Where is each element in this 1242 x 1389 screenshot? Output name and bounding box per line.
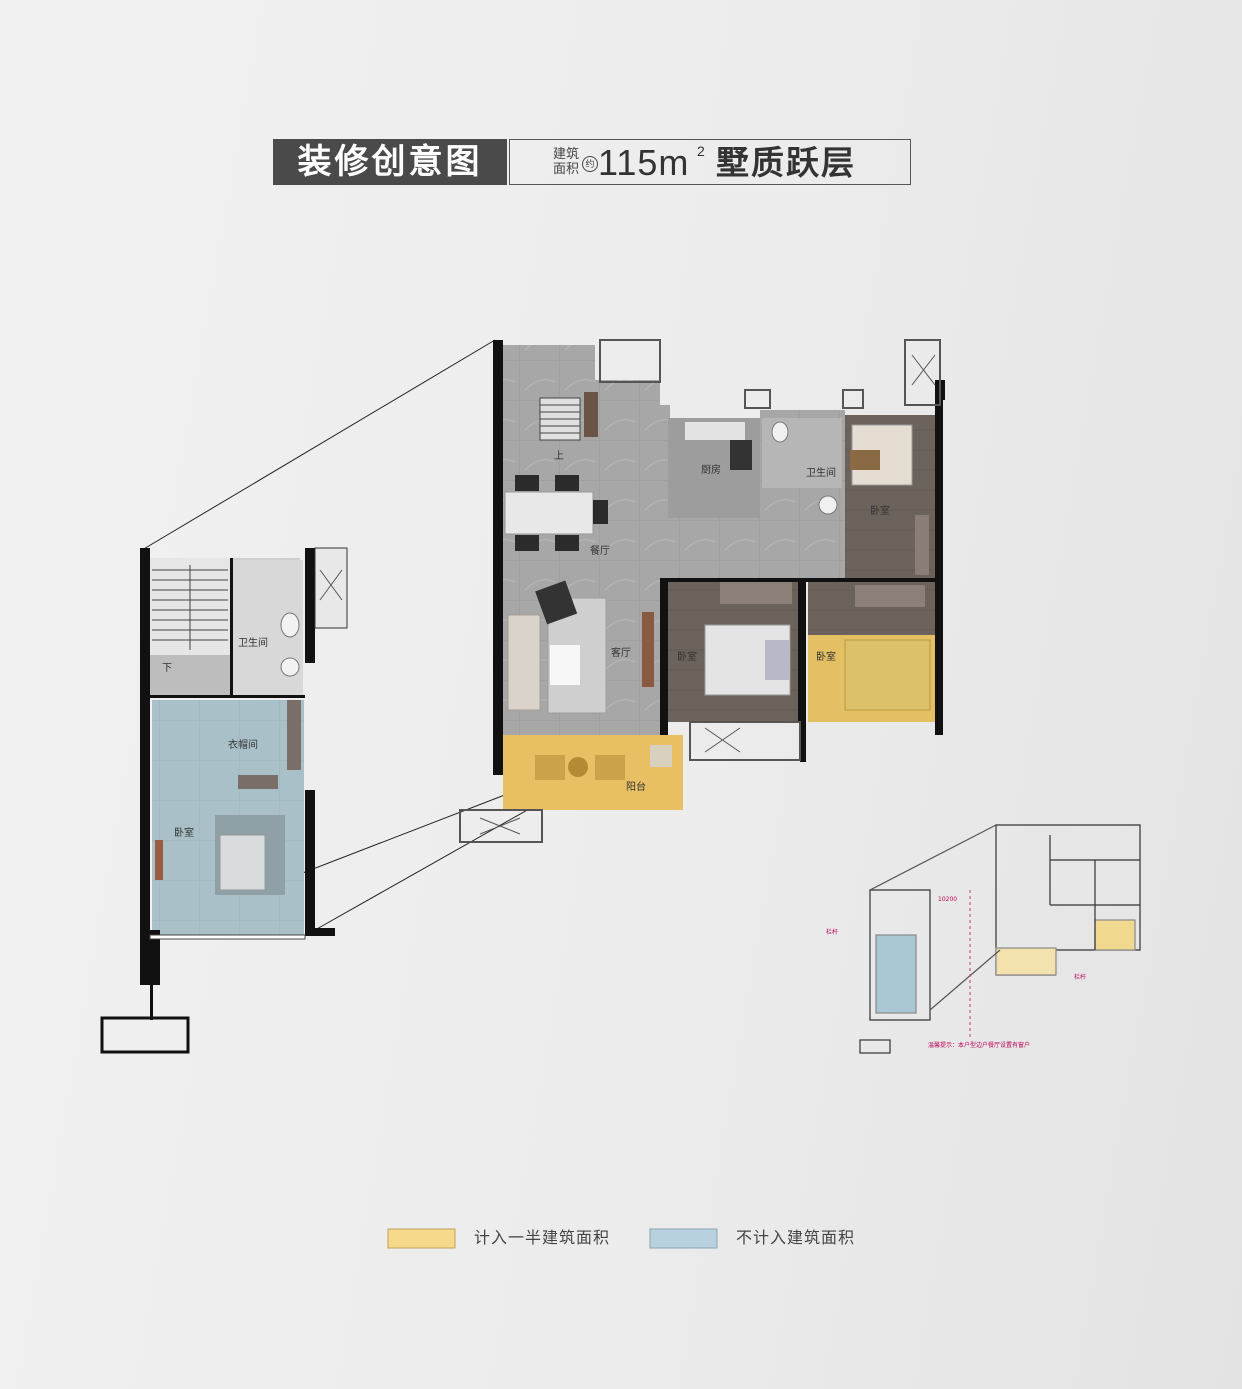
mini-railing-label-1: 栏杆 bbox=[826, 929, 839, 936]
room-label-upper-bedroom: 卧室 bbox=[174, 828, 194, 839]
room-label-kitchen: 厨房 bbox=[701, 465, 721, 476]
room-label-cloakroom: 衣帽间 bbox=[228, 740, 258, 751]
legend-label-excluded: 不计入建筑面积 bbox=[736, 1230, 856, 1247]
room-label-stairs-up: 上 bbox=[554, 451, 564, 462]
area-value: 115m bbox=[598, 142, 690, 183]
room-label-dining: 餐厅 bbox=[590, 546, 610, 557]
room-label-upper-bathroom: 卫生间 bbox=[238, 638, 268, 649]
title-frame bbox=[509, 139, 911, 185]
room-label-bedroom-b: 卧室 bbox=[677, 652, 697, 663]
area-label: 建筑 面积 bbox=[552, 146, 579, 176]
upper-stairs bbox=[152, 565, 228, 650]
mini-key-plan bbox=[859, 824, 1141, 1054]
room-label-living: 客厅 bbox=[611, 648, 631, 659]
room-label-balcony: 阳台 bbox=[626, 782, 646, 793]
main-level-plan bbox=[459, 339, 945, 843]
mini-notice: 温馨提示：本户型边户餐厅设置有窗户 bbox=[928, 1042, 1031, 1049]
main-stairs bbox=[539, 397, 581, 441]
area-unit-superscript: 2 bbox=[697, 143, 705, 159]
mini-railing-label-2: 栏杆 bbox=[1074, 974, 1087, 981]
room-label-bedroom-c: 卧室 bbox=[816, 652, 836, 663]
page-title: 装修创意图 bbox=[273, 139, 507, 185]
mini-dimension: 10200 bbox=[938, 896, 958, 903]
legend-label-half: 计入一半建筑面积 bbox=[474, 1230, 611, 1247]
approx-badge: 约 bbox=[582, 156, 598, 172]
legend-swatch-excluded bbox=[649, 1228, 718, 1249]
room-label-stairs-down: 下 bbox=[162, 663, 172, 674]
legend-swatch-half bbox=[387, 1228, 456, 1249]
unit-type: 墅质跃层 bbox=[716, 144, 856, 181]
upper-level-plan bbox=[100, 547, 348, 1054]
room-label-bathroom: 卫生间 bbox=[806, 468, 836, 479]
room-label-bedroom-a: 卧室 bbox=[870, 506, 890, 517]
